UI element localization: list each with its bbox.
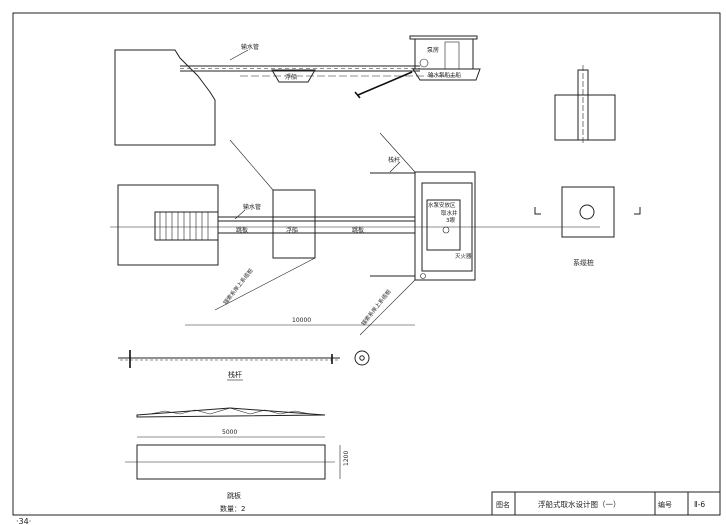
bollard-label: 系缆桩 xyxy=(573,258,594,267)
stairs xyxy=(154,211,219,241)
pump-area-label: 水泵安放区 xyxy=(428,201,456,209)
brace-label: 栈杆 xyxy=(388,156,400,164)
plan-pipe-label: 输水管 xyxy=(243,203,261,211)
float-label: 浮船 xyxy=(285,73,297,81)
river-bank xyxy=(114,49,216,146)
intake-well xyxy=(442,226,450,234)
pump-house xyxy=(414,38,474,70)
anchor-line xyxy=(357,71,413,96)
page-number: ·34· xyxy=(16,517,31,525)
pump-boat-hull xyxy=(412,68,481,81)
drawing-frame xyxy=(12,12,721,516)
intake-well-sub-label: 3眼 xyxy=(446,217,455,224)
gangplank-right-label: 跳板 xyxy=(352,226,364,234)
drawing-title: 浮船式取水设计图（一） xyxy=(538,499,621,509)
pump-boat-plan xyxy=(414,171,476,281)
pipe-label: 输水管 xyxy=(241,43,259,51)
pump-area xyxy=(426,199,461,251)
mooring-left-label: 锚索系岸上系缆桩 xyxy=(221,266,255,306)
title-name-label: 图名 xyxy=(496,500,510,509)
gangplank-left-label: 跳板 xyxy=(236,226,248,234)
gangplank-length: 5000 xyxy=(222,429,237,436)
pump-boat-label: 输水泵船主船 xyxy=(428,71,462,79)
plan-dimension: 10000 xyxy=(292,317,311,324)
title-number-label: 编号 xyxy=(658,500,672,509)
extinguisher-label: 灭火器 xyxy=(455,253,472,260)
plan-view: 输水管 跳板 跳板 浮船 水泵安放区 取水井 3眼 灭火器 栈杆 锚索系岸上系缆… xyxy=(110,132,600,336)
float-plan-label: 浮船 xyxy=(286,226,298,234)
bank-plan xyxy=(117,184,219,266)
float-boat xyxy=(271,69,316,83)
pump-room-label: 泵房 xyxy=(427,46,439,54)
drawing-number: Ⅱ-6 xyxy=(694,500,705,509)
bollard-plan xyxy=(561,186,615,238)
title-block: 图名 浮船式取水设计图（一） 编号 Ⅱ-6 xyxy=(491,491,721,516)
gangplank-detail: 5000 1200 跳板 数量：2 xyxy=(125,407,350,513)
rod-label: 栈杆 xyxy=(228,370,242,379)
gangplank-label: 跳板 xyxy=(227,491,241,500)
elevation-view: 输水管 浮船 泵房 输水泵船主船 xyxy=(114,35,481,146)
mooring-line xyxy=(229,139,274,191)
bollard-detail: 系缆桩 xyxy=(534,65,641,267)
gangplank-quantity: 数量：2 xyxy=(220,504,245,513)
float-plan xyxy=(272,189,316,259)
intake-well-label: 取水井 xyxy=(441,209,458,217)
gangplank-width: 1200 xyxy=(343,451,350,466)
rod-detail: 栈杆 xyxy=(118,350,370,381)
